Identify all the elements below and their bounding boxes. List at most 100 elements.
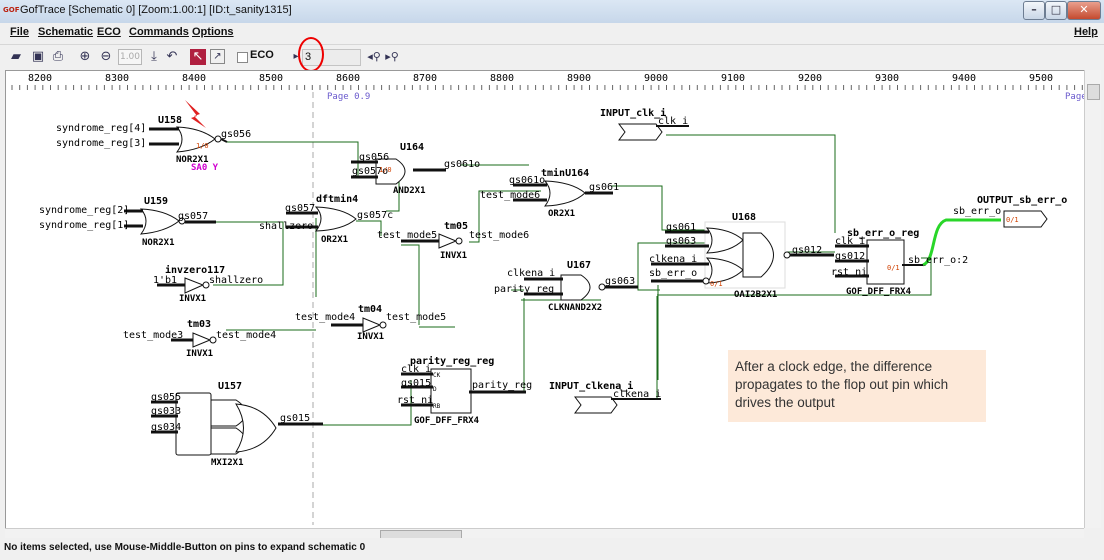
net-label: clkena_i <box>613 389 661 400</box>
gate-name: tminU164 <box>541 167 589 179</box>
zoom-in-icon[interactable]: ⊕ <box>79 49 91 64</box>
ruler-tick: 8800 <box>490 73 514 84</box>
zoom-out-icon[interactable]: ⊖ <box>100 49 112 64</box>
net-label: parity_reg <box>472 380 532 391</box>
gate-name: dftmin4 <box>316 193 358 205</box>
gate-name: tm03 <box>187 319 211 330</box>
gate-tm03[interactable] <box>171 332 217 348</box>
gate-name: tm04 <box>358 304 382 315</box>
ruler-tick: 8500 <box>259 73 283 84</box>
print-icon[interactable]: ⎙ <box>52 49 64 64</box>
pin-label: clkena_i <box>649 254 697 265</box>
cell-type: NOR2X1 <box>142 238 175 248</box>
find-back-icon[interactable]: ◂⚲ <box>367 50 381 63</box>
gate-u157[interactable] <box>151 392 323 456</box>
select-box-icon[interactable]: ↗ <box>210 49 225 64</box>
gate-dftmin4[interactable] <box>286 206 357 232</box>
gate-u168[interactable] <box>651 221 834 289</box>
pin-label: test_mode3 <box>123 330 183 341</box>
input-port-clk[interactable] <box>618 123 689 141</box>
open-folder-icon[interactable]: ▰ <box>11 49 21 64</box>
pin-label: syndrome_reg[1] <box>39 220 129 231</box>
close-button[interactable]: ✕ <box>1067 1 1101 20</box>
gate-invzero117[interactable] <box>157 277 210 294</box>
gate-name: U164 <box>400 142 424 153</box>
pin-name: RB <box>433 403 441 410</box>
page-label-right: Page <box>1065 92 1084 102</box>
ruler-tick: 8400 <box>182 73 206 84</box>
gate-u164[interactable] <box>351 158 446 185</box>
pin-label: syndrome_reg[2] <box>39 205 129 216</box>
window-title: GofTrace [Schematic 0] [Zoom:1.00:1] [ID… <box>20 4 292 16</box>
pin-label: test_mode6 <box>480 190 540 201</box>
net-label: gs015 <box>280 413 310 424</box>
pin-label: parity_reg <box>494 284 554 295</box>
port-name: OUTPUT_sb_err_o <box>977 195 1067 206</box>
app-icon: GOF <box>3 6 20 14</box>
output-port-sb-err[interactable] <box>1003 210 1048 228</box>
menu-file[interactable]: File <box>10 26 29 38</box>
cell-type: INVX1 <box>440 251 467 261</box>
pin-label: gs061 <box>666 222 696 233</box>
cell-type: INVX1 <box>179 294 206 304</box>
vertical-scrollbar[interactable] <box>1084 70 1101 528</box>
port-name: INPUT_clk_i <box>600 107 666 119</box>
gate-tm05[interactable] <box>401 233 463 249</box>
status-text: No items selected, use Mouse-Middle-Butt… <box>4 542 366 553</box>
menu-commands[interactable]: Commands <box>129 26 189 38</box>
annotation-callout: After a clock edge, the difference propa… <box>728 350 986 422</box>
pin-label: clk_i <box>835 236 865 247</box>
menu-schematic[interactable]: Schematic <box>38 26 94 38</box>
zoom-field[interactable]: 1.00 <box>118 49 142 65</box>
status-bar: No items selected, use Mouse-Middle-Butt… <box>0 538 1104 560</box>
pin-label: gs056 <box>359 152 389 163</box>
gate-u167[interactable] <box>524 274 638 301</box>
pin-label: gs034 <box>151 422 181 433</box>
pin-label: sb_err_o <box>649 268 697 279</box>
net-label: gs056 <box>221 129 251 140</box>
cell-type: AND2X1 <box>393 186 426 196</box>
title-bar: GOF GofTrace [Schematic 0] [Zoom:1.00:1]… <box>0 0 1104 24</box>
ruler-tick: 9200 <box>798 73 822 84</box>
pin-label: clkena_i <box>507 268 555 279</box>
save-icon[interactable]: ▣ <box>31 49 45 64</box>
net-label: shallzero <box>209 275 263 286</box>
ruler-tick: 9000 <box>644 73 668 84</box>
eco-checkbox[interactable] <box>237 52 248 63</box>
schematic-canvas[interactable]: Page 0.9 Page U158 syndrome_reg[4 <box>5 90 1087 528</box>
schematic-svg[interactable]: Page 0.9 Page U158 syndrome_reg[4 <box>6 90 1087 528</box>
vertical-scroll-thumb[interactable] <box>1087 84 1100 100</box>
menu-help[interactable]: Help <box>1074 26 1098 38</box>
cell-type: GOF_DFF_FRX4 <box>846 287 912 297</box>
gate-name: U158 <box>158 115 182 126</box>
input-port-clkena[interactable] <box>574 396 661 414</box>
net-label: gs063 <box>605 276 635 287</box>
gate-tm04[interactable] <box>331 317 387 333</box>
gate-u159[interactable] <box>124 208 216 235</box>
cell-type: INVX1 <box>357 332 384 342</box>
minimize-button[interactable]: – <box>1023 1 1045 20</box>
ruler-svg: 8200 8300 8400 8500 8600 8700 8800 8900 … <box>11 73 1083 91</box>
gate-u158[interactable] <box>149 126 228 153</box>
fault-lightning-icon <box>185 100 206 128</box>
menu-eco[interactable]: ECO <box>97 26 121 38</box>
find-forward-icon[interactable]: ▸⚲ <box>385 50 399 63</box>
flop-parity-reg[interactable] <box>401 368 526 414</box>
gate-tminU164[interactable] <box>513 180 613 207</box>
gate-name: U168 <box>732 212 756 223</box>
maximize-button[interactable]: □ <box>1045 1 1067 20</box>
ruler-tick: 8700 <box>413 73 437 84</box>
undo-icon[interactable]: ↶ <box>166 49 178 64</box>
select-pointer-icon[interactable]: ↖ <box>190 49 206 65</box>
zoom-apply-icon[interactable]: ⤓ <box>151 49 157 64</box>
pin-label: test_mode5 <box>377 230 437 241</box>
flop-sb-err-reg[interactable] <box>835 239 923 285</box>
net-label: sb_err_o:2 <box>908 255 968 266</box>
expand-arrow-icon[interactable]: ▸ <box>293 51 299 62</box>
ruler-tick: 8300 <box>105 73 129 84</box>
net-label: gs057 <box>178 211 208 222</box>
menu-bar: File Schematic ECO Commands Options Help <box>0 23 1104 44</box>
gate-name: invzero117 <box>165 264 225 276</box>
gate-name: U157 <box>218 381 242 392</box>
menu-options[interactable]: Options <box>192 26 234 38</box>
